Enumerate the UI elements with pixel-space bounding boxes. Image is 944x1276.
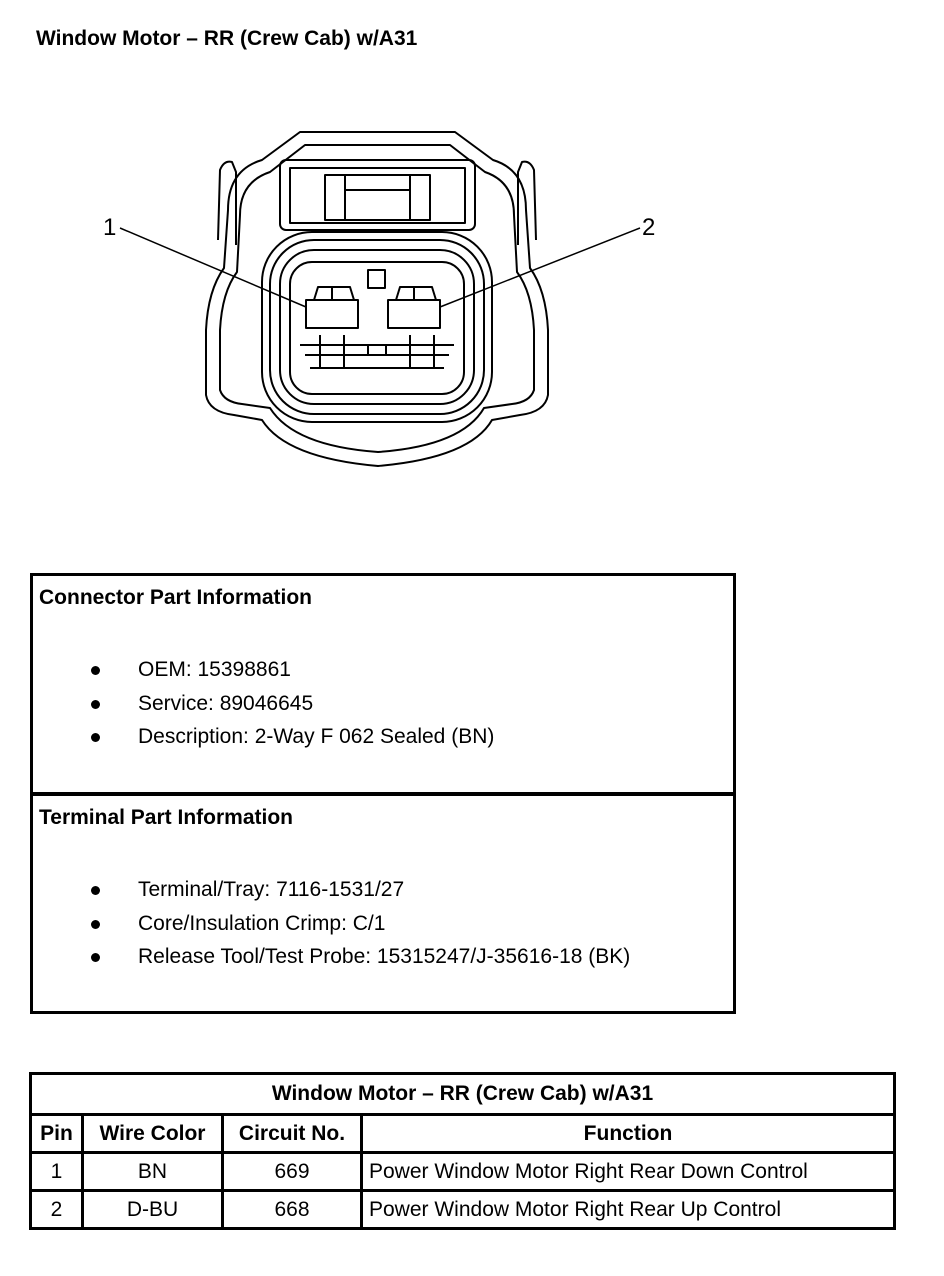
table-row: 2 D-BU 668 Power Window Motor Right Rear… [29, 1189, 896, 1230]
pin-label-1: 1 [103, 214, 116, 241]
terminal-cavity-2 [387, 299, 441, 329]
table-header-row: Pin Wire Color Circuit No. Function [29, 1113, 896, 1154]
page-title: Window Motor – RR (Crew Cab) w/A31 [36, 27, 418, 50]
table-caption-row: Window Motor – RR (Crew Cab) w/A31 [29, 1072, 896, 1116]
header-function: Function [360, 1113, 896, 1154]
pin-table: Window Motor – RR (Crew Cab) w/A31 Pin W… [29, 1072, 896, 1230]
bullet-icon [91, 919, 100, 929]
connector-diagram: 1 2 [103, 131, 655, 467]
cell-wire-color: BN [81, 1151, 224, 1192]
terminal-cavity-1 [305, 299, 359, 329]
cell-circuit-no: 668 [221, 1189, 363, 1230]
cell-circuit-no: 669 [221, 1151, 363, 1192]
latch-tab-right [517, 160, 537, 245]
header-circuit-no: Circuit No. [221, 1113, 363, 1154]
bullet-icon [91, 699, 100, 709]
leader-line-2 [439, 227, 641, 308]
connector-part-info: Connector Part Information OEM: 15398861… [30, 573, 736, 795]
terminal-part-info: Terminal Part Information Terminal/Tray:… [30, 793, 736, 1014]
connector-housing-outline [205, 131, 549, 467]
latch-tab-left [217, 160, 237, 245]
terminal-info-heading: Terminal Part Information [39, 806, 293, 829]
leader-line-1 [119, 227, 307, 308]
cell-function: Power Window Motor Right Rear Up Control [360, 1189, 896, 1230]
bullet-icon [91, 886, 100, 895]
cell-function: Power Window Motor Right Rear Down Contr… [360, 1151, 896, 1192]
table-row: 1 BN 669 Power Window Motor Right Rear D… [29, 1151, 896, 1192]
bullet-icon [91, 666, 100, 675]
header-pin: Pin [29, 1113, 84, 1154]
bullet-icon [91, 733, 100, 742]
header-wire-color: Wire Color [81, 1113, 224, 1154]
cell-pin: 2 [29, 1189, 84, 1230]
bullet-icon [91, 953, 100, 962]
pin-label-2: 2 [642, 214, 655, 241]
table-caption: Window Motor – RR (Crew Cab) w/A31 [29, 1072, 896, 1116]
connector-info-heading: Connector Part Information [39, 586, 313, 609]
cell-wire-color: D-BU [81, 1189, 224, 1230]
cell-pin: 1 [29, 1151, 84, 1192]
